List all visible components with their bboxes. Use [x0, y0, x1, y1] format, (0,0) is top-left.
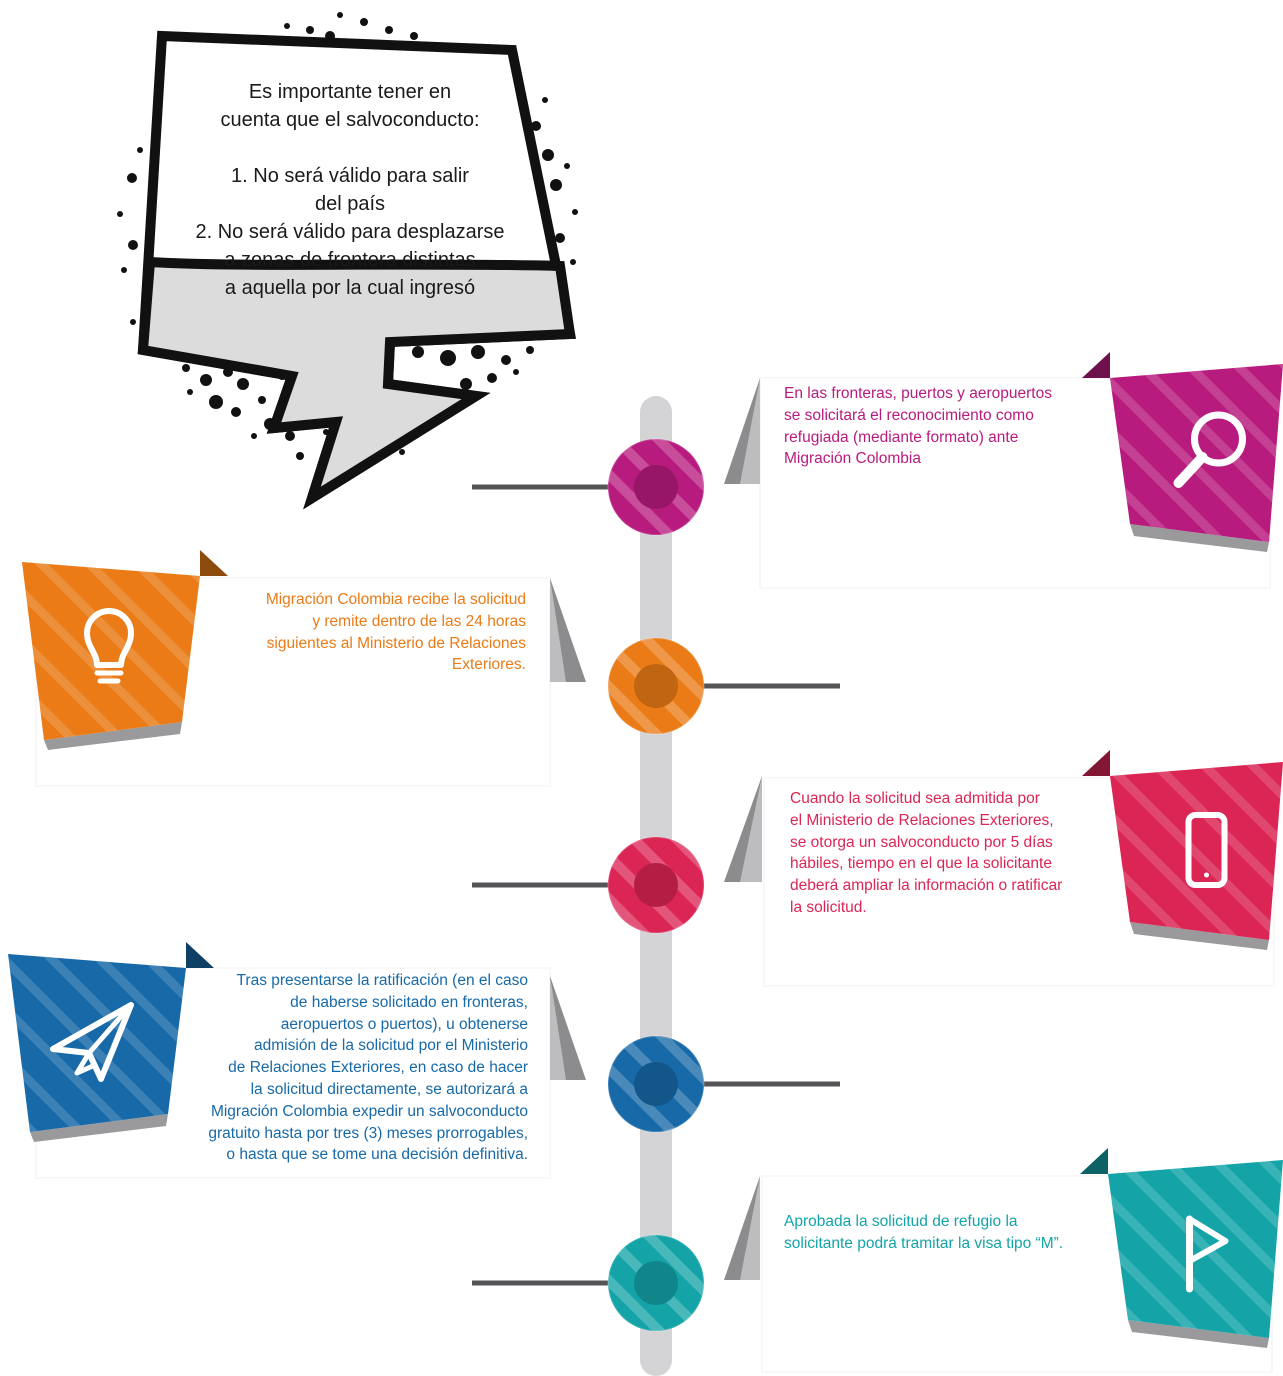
icon-tags	[8, 352, 1283, 1348]
timeline-nodes	[607, 438, 705, 1332]
smartphone-icon	[1185, 812, 1228, 888]
step-4-line: la solicitud directamente, se autorizará…	[250, 1080, 528, 1098]
timeline-node	[607, 1234, 705, 1332]
step-1-line: Migración Colombia	[784, 450, 921, 468]
step-5-line: solicitante podrá tramitar la visa tipo …	[784, 1234, 1064, 1252]
bubble-line: del país	[314, 193, 386, 215]
timeline-node	[607, 836, 705, 934]
timeline-connectors	[472, 484, 840, 1286]
step-1-line: refugiada (mediante formato) ante	[784, 428, 1019, 446]
icon-tag	[1080, 1148, 1283, 1348]
card-pointers	[550, 378, 762, 1280]
magnifier-icon	[1173, 411, 1246, 488]
bubble-line: Es importante tener en	[248, 81, 452, 103]
step-4-line: aeropuertos o puertos), u obtenerse	[280, 1015, 528, 1033]
step-1-line: En las fronteras, puertos y aeropuertos	[784, 385, 1052, 402]
step-2-line: Migración Colombia recibe la solicitud	[265, 591, 526, 608]
step-2-text: Migración Colombia recibe la solicitud y…	[225, 589, 526, 676]
icon-tag	[8, 942, 214, 1142]
icon-tag	[1082, 352, 1283, 552]
icon-tag	[1082, 750, 1283, 950]
step-4-line: Migración Colombia expedir un salvocondu…	[210, 1102, 528, 1120]
bubble-line: a aquella por la cual ingresó	[224, 277, 476, 299]
step-3-line: el Ministerio de Relaciones Exteriores,	[790, 811, 1054, 829]
bubble-spacer	[160, 134, 540, 162]
timeline-node	[607, 1035, 705, 1133]
step-4-line: gratuito hasta por tres (3) meses prorro…	[208, 1124, 528, 1142]
lightbulb-icon	[84, 608, 134, 684]
step-5-text: Aprobada la solicitud de refugio la soli…	[784, 1211, 1104, 1255]
step-3-line: hábiles, tiempo en el que la solicitante	[790, 855, 1052, 873]
paper-plane-icon	[50, 1002, 134, 1082]
step-4-line: admisión de la solicitud por el Minister…	[254, 1037, 528, 1055]
step-4-line: de Relaciones Exteriores, en caso de hac…	[228, 1059, 528, 1077]
step-3-line: la solicitud.	[790, 898, 867, 916]
step-2-line: y remite dentro de las 24 horas	[312, 612, 526, 630]
bubble-line: 2. No será válido para desplazarse	[195, 221, 505, 243]
step-4-line: Tras presentarse la ratificación (en el …	[236, 972, 528, 989]
step-3-line: se otorga un salvoconducto por 5 días	[790, 833, 1053, 851]
step-3-line: Cuando la solicitud sea admitida por	[790, 790, 1040, 807]
bubble-line: a zonas de frontera distintas	[224, 249, 476, 271]
speech-bubble	[137, 30, 577, 510]
bubble-line: cuenta que el salvoconducto:	[220, 109, 480, 131]
step-3-line: deberá ampliar la información o ratifica…	[790, 877, 1063, 895]
step-4-text: Tras presentarse la ratificación (en el …	[160, 970, 528, 1166]
step-4-line: o hasta que se tome una decisión definit…	[226, 1146, 528, 1164]
timeline-node	[607, 438, 705, 536]
step-1-text: En las fronteras, puertos y aeropuertos …	[784, 383, 1084, 470]
step-3-text: Cuando la solicitud sea admitida por el …	[790, 788, 1100, 919]
bubble-text: Es importante tener en cuenta que el sal…	[160, 78, 540, 302]
timeline-node	[607, 637, 705, 735]
step-2-line: Exteriores.	[451, 656, 526, 674]
step-4-line: de haberse solicitado en fronteras,	[290, 993, 528, 1011]
step-5-line: Aprobada la solicitud de refugio la	[784, 1213, 1018, 1230]
icon-tag	[22, 550, 228, 750]
bubble-line: 1. No será válido para salir	[231, 165, 469, 187]
step-2-line: siguientes al Ministerio de Relaciones	[266, 634, 526, 652]
flag-icon	[1186, 1215, 1229, 1293]
step-1-line: se solicitará el reconocimiento como	[784, 406, 1034, 424]
